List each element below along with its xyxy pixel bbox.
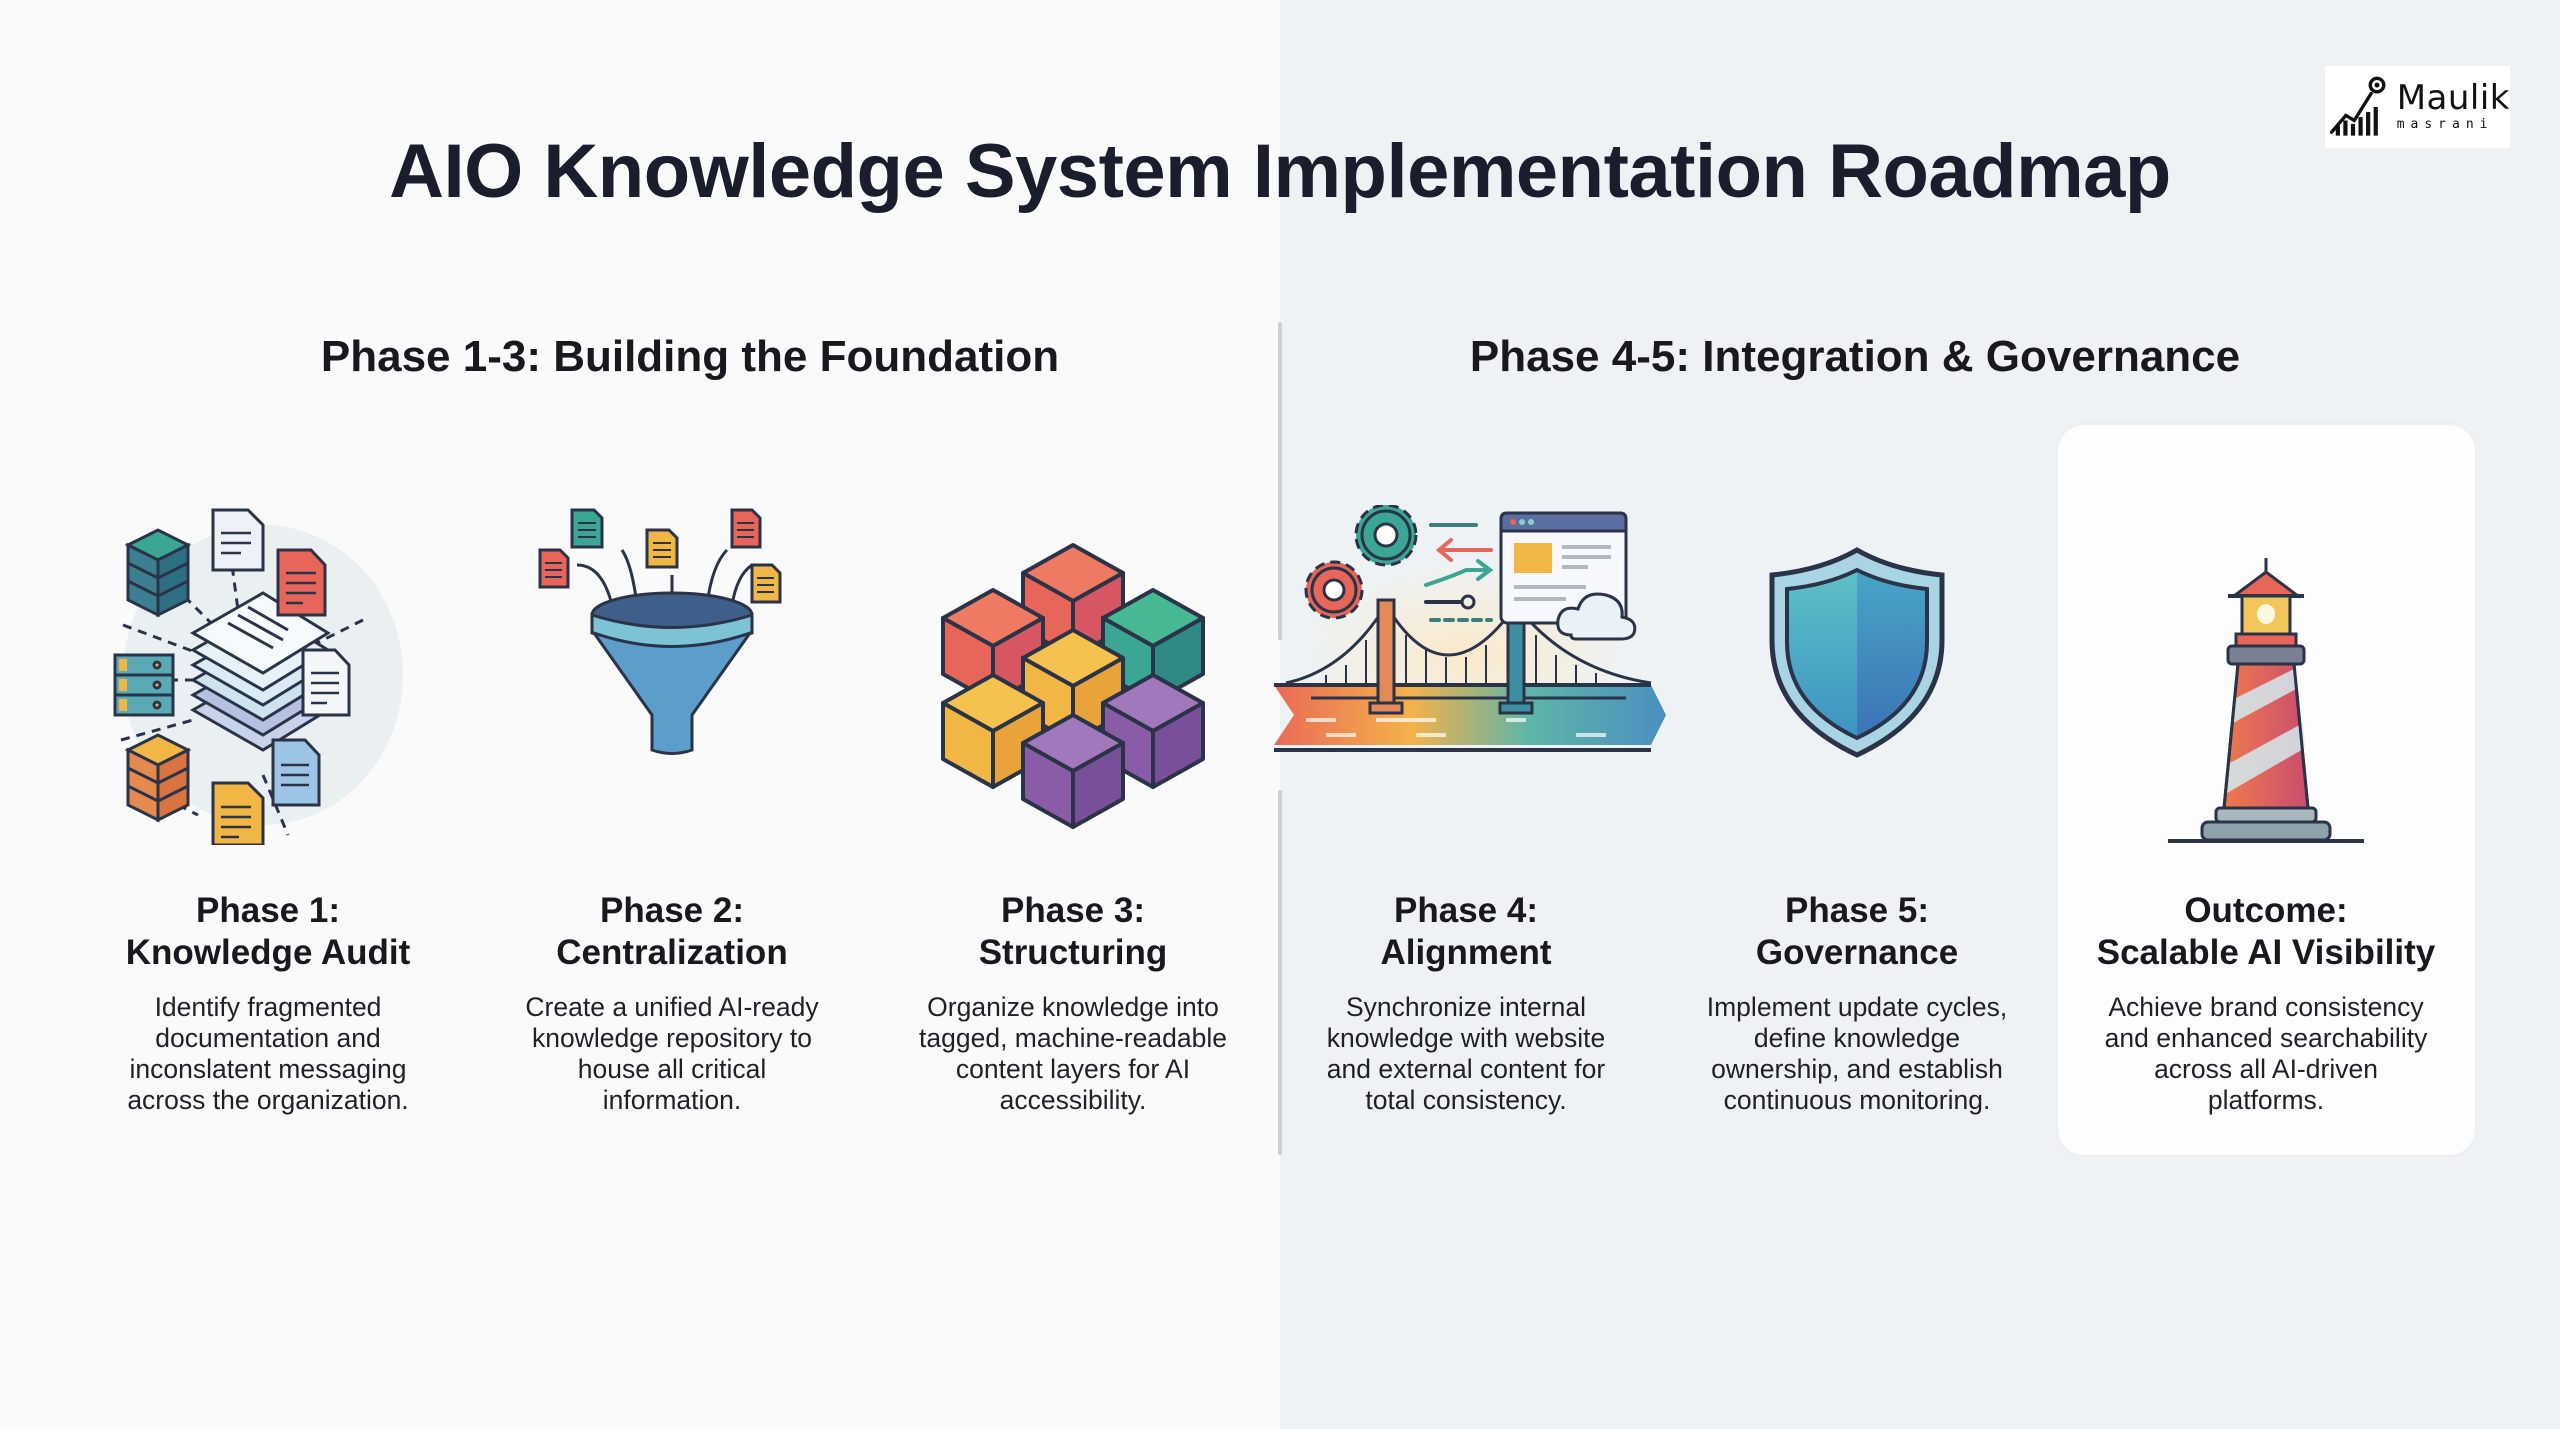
logo-subtitle: masrani xyxy=(2396,117,2494,132)
phase-description: Organize knowledge into tagged, machine-… xyxy=(919,992,1227,1115)
phase-5-governance: Phase 5: Governance Implement update cyc… xyxy=(1657,0,2057,1429)
section-divider-bottom xyxy=(1278,790,1282,1155)
phase-title: Phase 5: Governance xyxy=(1755,891,1959,972)
section-divider-top xyxy=(1278,322,1282,640)
phase-title: Phase 3: Structuring xyxy=(978,891,1168,972)
phase-3-structuring: Phase 3: Structuring Organize knowledge … xyxy=(873,0,1273,1429)
funnel-icon xyxy=(472,505,872,765)
logo-name: Maulik xyxy=(2396,78,2510,118)
phase-4-alignment: Phase 4: Alignment Synchronize internal … xyxy=(1266,0,1666,1429)
phase-description: Create a unified AI-ready knowledge repo… xyxy=(525,992,819,1115)
phase-2-centralization: Phase 2: Centralization Create a unified… xyxy=(472,0,872,1429)
section-title-foundation: Phase 1-3: Building the Foundation xyxy=(320,332,1060,381)
page-title: AIO Knowledge System Implementation Road… xyxy=(389,129,2171,214)
outcome-scalable-ai-visibility: Outcome: Scalable AI Visibility Achieve … xyxy=(2066,0,2466,1429)
section-title-integration: Phase 4-5: Integration & Governance xyxy=(1469,332,2241,381)
growth-chart-magnifier-icon xyxy=(2329,76,2386,136)
phase-title: Phase 4: Alignment xyxy=(1380,891,1552,972)
phase-1-knowledge-audit: Phase 1: Knowledge Audit Identify fragme… xyxy=(68,0,468,1429)
phase-title: Phase 1: Knowledge Audit xyxy=(125,891,411,972)
phase-description: Synchronize internal knowledge with webs… xyxy=(1326,992,1606,1115)
brand-logo: Maulik masrani xyxy=(2325,66,2510,148)
bridge-sync-icon xyxy=(1266,505,1666,775)
phase-description: Achieve brand consistency and enhanced s… xyxy=(2104,992,2428,1115)
phase-description: Implement update cycles, define knowledg… xyxy=(1706,992,2008,1115)
phase-description: Identify fragmented documentation and in… xyxy=(127,992,409,1115)
phase-title: Phase 2: Centralization xyxy=(556,891,788,972)
phase-title: Outcome: Scalable AI Visibility xyxy=(2096,891,2436,972)
lighthouse-icon xyxy=(2066,558,2466,853)
document-audit-icon xyxy=(68,505,468,845)
cubes-icon xyxy=(873,540,1273,830)
shield-icon xyxy=(1657,545,2057,760)
